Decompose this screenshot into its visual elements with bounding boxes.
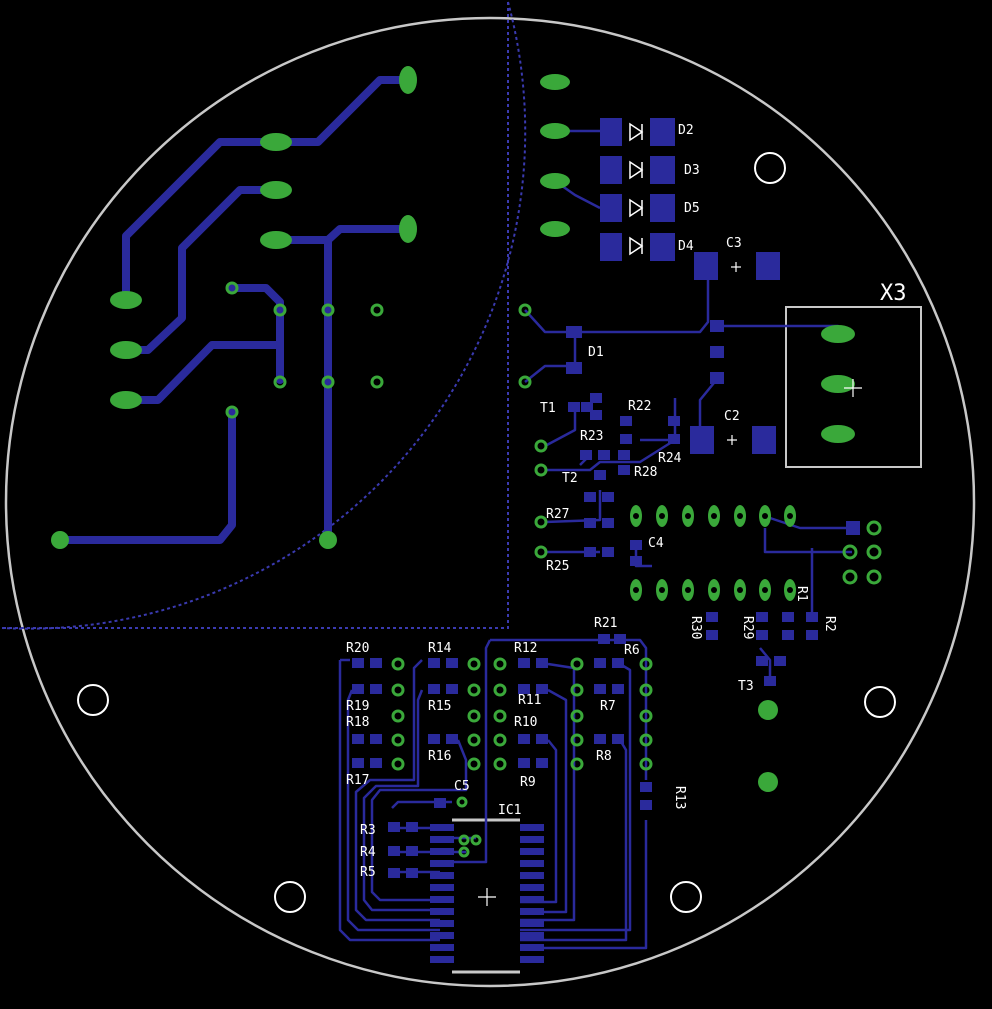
label-t2: T2 xyxy=(562,471,578,486)
label-r2: R2 xyxy=(822,616,837,632)
label-x3: X3 xyxy=(880,281,907,306)
label-r23: R23 xyxy=(580,429,603,444)
label-d4: D4 xyxy=(678,239,694,254)
label-r24: R24 xyxy=(658,451,682,466)
diode-symbols xyxy=(629,122,644,256)
label-r16: R16 xyxy=(428,749,451,764)
label-t1: T1 xyxy=(540,401,556,416)
origin-crosses xyxy=(478,262,862,906)
resistor-pads xyxy=(352,393,818,878)
label-r28: R28 xyxy=(634,465,657,480)
label-r7: R7 xyxy=(600,699,616,714)
label-r11: R11 xyxy=(518,693,541,708)
label-r27: R27 xyxy=(546,507,569,522)
label-d3: D3 xyxy=(684,163,700,178)
label-r8: R8 xyxy=(596,749,612,764)
label-r25: R25 xyxy=(546,559,569,574)
label-r10: R10 xyxy=(514,715,537,730)
label-d1: D1 xyxy=(588,345,604,360)
label-c4: C4 xyxy=(648,536,664,551)
label-d5: D5 xyxy=(684,201,700,216)
label-r13: R13 xyxy=(672,786,687,809)
mounting-holes xyxy=(77,152,896,913)
label-r18: R18 xyxy=(346,715,369,730)
x3-connector-outline xyxy=(785,306,922,468)
silkscreen-labels: D2 D3 D5 D4 C3 D1 T1 R22 R23 C2 R24 R28 … xyxy=(346,123,837,880)
label-r12: R12 xyxy=(514,641,537,656)
ic1-pins xyxy=(430,824,544,963)
label-r6: R6 xyxy=(624,643,640,658)
label-r29: R29 xyxy=(740,616,755,639)
label-r1: R1 xyxy=(794,586,809,602)
through-hole-pads xyxy=(51,66,855,792)
mounting-hole xyxy=(670,881,702,913)
label-c2: C2 xyxy=(724,409,740,424)
label-r20: R20 xyxy=(346,641,369,656)
label-r19: R19 xyxy=(346,699,369,714)
mounting-hole xyxy=(77,684,109,716)
mounting-hole xyxy=(754,152,786,184)
label-r21: R21 xyxy=(594,616,617,631)
label-r15: R15 xyxy=(428,699,451,714)
mounting-hole xyxy=(274,881,306,913)
board-outline xyxy=(4,16,976,988)
label-t3: T3 xyxy=(738,679,754,694)
header-pin-holes xyxy=(633,513,793,593)
mounting-hole xyxy=(864,686,896,718)
label-ic1: IC1 xyxy=(498,803,521,818)
small-vias xyxy=(225,281,882,858)
label-r22: R22 xyxy=(628,399,651,414)
label-r5: R5 xyxy=(360,865,376,880)
label-d2: D2 xyxy=(678,123,694,138)
label-r9: R9 xyxy=(520,775,536,790)
label-r4: R4 xyxy=(360,845,376,860)
label-c3: C3 xyxy=(726,236,742,251)
label-r17: R17 xyxy=(346,773,369,788)
smd-pads xyxy=(566,118,860,535)
label-r3: R3 xyxy=(360,823,376,838)
label-r30: R30 xyxy=(688,616,703,639)
label-c5: C5 xyxy=(454,779,470,794)
label-r14: R14 xyxy=(428,641,452,656)
dotted-region-outline xyxy=(1,1,527,630)
